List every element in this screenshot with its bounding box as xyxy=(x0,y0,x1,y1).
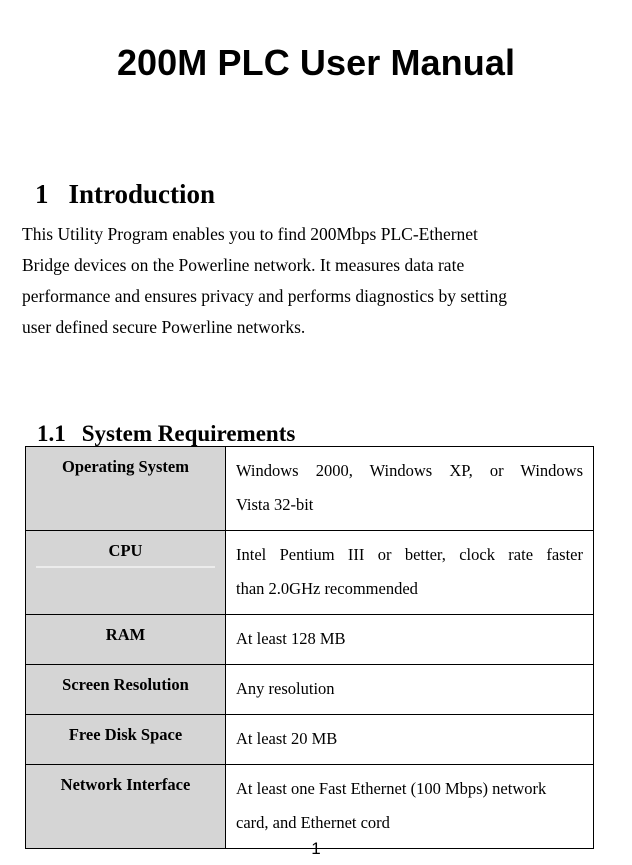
section-title-1: Introduction xyxy=(68,179,216,209)
requirement-label-cell: Screen Resolution xyxy=(25,664,226,715)
paragraph-line: performance and ensures privacy and perf… xyxy=(22,286,507,306)
table-row: Screen Resolution Any resolution xyxy=(25,664,594,715)
requirement-value-line: card, and Ethernet cord xyxy=(236,813,390,832)
requirement-label-cell: Network Interface xyxy=(25,764,226,849)
paragraph-line: user defined secure Powerline networks. xyxy=(22,317,306,337)
section-heading-1-1: 1.1 System Requirements xyxy=(14,389,295,479)
requirement-label-cell: CPU xyxy=(25,530,226,615)
requirement-label: Screen Resolution xyxy=(62,675,189,694)
requirement-value-cell: At least one Fast Ethernet (100 Mbps) ne… xyxy=(225,764,594,849)
system-requirements-table: Operating System Windows 2000, Windows X… xyxy=(25,446,594,849)
requirement-value-cell: Any resolution xyxy=(225,664,594,715)
requirement-value-cell: Intel Pentium III or better, clock rate … xyxy=(225,530,594,615)
page-number: 1 xyxy=(311,839,321,858)
table-row: Free Disk Space At least 20 MB xyxy=(25,714,594,765)
requirement-label-cell: RAM xyxy=(25,614,226,665)
requirement-value-line: Intel Pentium III or better, clock rate … xyxy=(236,545,583,564)
requirement-label-cell: Free Disk Space xyxy=(25,714,226,765)
requirement-value-line: Vista 32-bit xyxy=(236,495,314,514)
requirement-value-cell: At least 20 MB xyxy=(225,714,594,765)
requirement-value-cell: At least 128 MB xyxy=(225,614,594,665)
paragraph-line: Bridge devices on the Powerline network.… xyxy=(22,255,465,275)
requirement-value-line: At least 128 MB xyxy=(236,629,346,648)
requirement-value-cell: Windows 2000, Windows XP, or Windows Vis… xyxy=(225,446,594,531)
requirement-value-line: Any resolution xyxy=(236,679,335,698)
introduction-paragraph: This Utility Program enables you to find… xyxy=(22,219,630,343)
section-number-1: 1 xyxy=(35,179,49,209)
section-title-1-1: System Requirements xyxy=(81,421,296,446)
requirement-label: Free Disk Space xyxy=(68,725,183,744)
requirement-label: CPU xyxy=(108,541,143,560)
section-heading-1: 1 Introduction xyxy=(8,143,215,245)
requirement-value-line: At least 20 MB xyxy=(236,729,338,748)
table-row: CPU Intel Pentium III or better, clock r… xyxy=(25,530,594,615)
table-row: Operating System Windows 2000, Windows X… xyxy=(25,446,594,531)
table-row: Network Interface At least one Fast Ethe… xyxy=(25,764,594,849)
document-title: 200M PLC User Manual xyxy=(116,42,516,83)
section-number-1-1: 1.1 xyxy=(37,421,66,446)
requirement-label: Network Interface xyxy=(60,775,191,794)
requirement-value-line: Windows 2000, Windows XP, or Windows xyxy=(236,461,583,480)
scan-artifact-rule xyxy=(36,566,215,568)
requirement-label: Operating System xyxy=(62,457,189,476)
requirement-label-cell: Operating System xyxy=(25,446,226,531)
requirement-label: RAM xyxy=(105,625,146,644)
table-row: RAM At least 128 MB xyxy=(25,614,594,665)
requirement-value-line: than 2.0GHz recommended xyxy=(236,579,418,598)
requirement-value-line: At least one Fast Ethernet (100 Mbps) ne… xyxy=(236,779,547,798)
paragraph-line: This Utility Program enables you to find… xyxy=(22,224,478,244)
